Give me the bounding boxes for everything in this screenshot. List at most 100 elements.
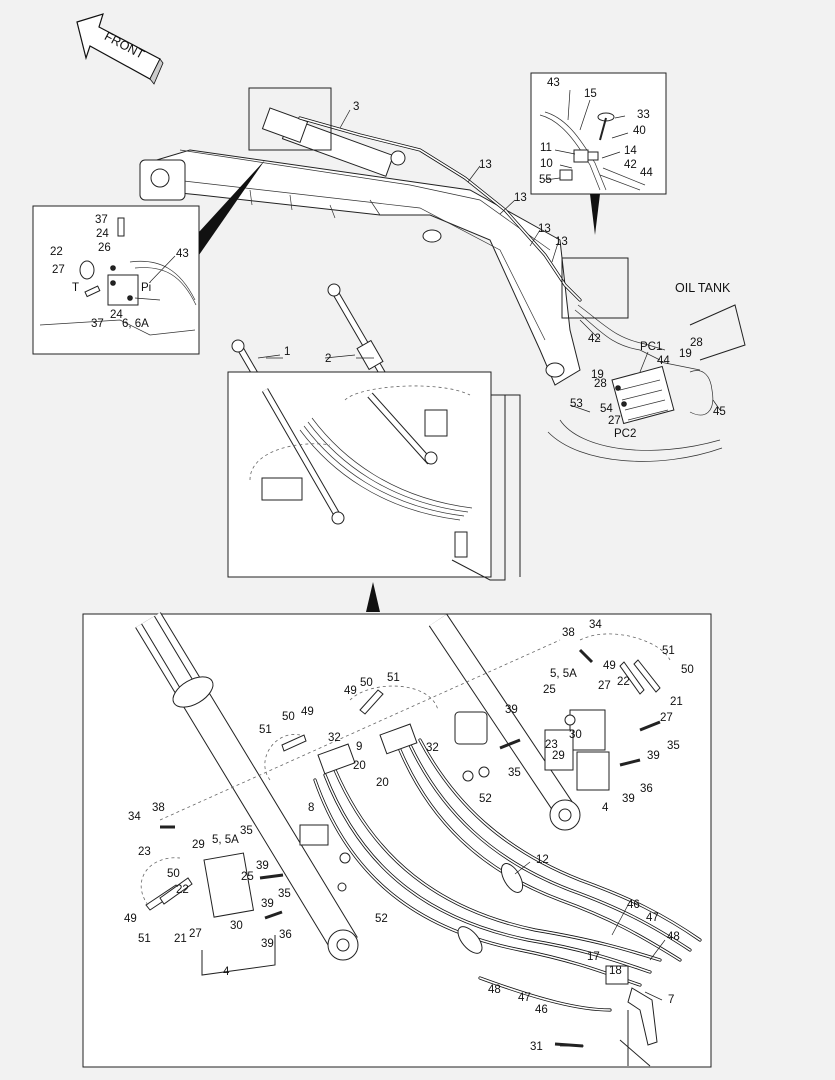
- label-l-pi: Pi: [141, 282, 151, 294]
- label-r-43: 43: [547, 77, 560, 89]
- label-d-48b: 48: [488, 984, 501, 996]
- label-d-49b: 49: [344, 685, 357, 697]
- oil-tank-label: OIL TANK: [675, 281, 731, 295]
- inset-middle: [227, 371, 492, 578]
- label-d-38a: 38: [562, 627, 575, 639]
- label-l-27: 27: [52, 264, 65, 276]
- label-l-26: 26: [98, 242, 111, 254]
- inset-middle-pointer: [366, 582, 380, 612]
- label-d-39d: 39: [256, 860, 269, 872]
- label-l-t: T: [72, 282, 79, 294]
- inset-left-pointer: [199, 160, 265, 255]
- label-d-4b: 4: [223, 966, 230, 978]
- label-d-35d: 35: [278, 888, 291, 900]
- label-d-18: 18: [609, 965, 622, 977]
- label-d-27b: 27: [660, 712, 673, 724]
- label-d-50a: 50: [681, 664, 694, 676]
- label-d-51c: 51: [259, 724, 272, 736]
- detail-box: [82, 612, 712, 1068]
- label-d-34b: 34: [128, 811, 141, 823]
- label-54: 54: [600, 403, 613, 415]
- label-d-29b: 29: [192, 839, 205, 851]
- label-d-25b: 25: [241, 871, 254, 883]
- label-d-5b: 5, 5A: [212, 834, 239, 846]
- label-r-42: 42: [624, 159, 637, 171]
- labels-inset-right: 43 15 33 40 11 14 10 42 55 44: [539, 77, 653, 186]
- label-pc1: PC1: [640, 341, 662, 353]
- label-d-23b: 23: [138, 846, 151, 858]
- label-d-35b: 35: [508, 767, 521, 779]
- label-d-17: 17: [587, 951, 600, 963]
- label-l-66a: 6, 6A: [122, 318, 149, 330]
- label-d-39a: 39: [505, 704, 518, 716]
- arm-source-box: [248, 87, 332, 151]
- label-d-30b: 30: [230, 920, 243, 932]
- label-d-52a: 52: [479, 793, 492, 805]
- label-d-39f: 39: [261, 938, 274, 950]
- label-d-51a: 51: [662, 645, 675, 657]
- label-d-34a: 34: [589, 619, 602, 631]
- label-r-10: 10: [540, 158, 553, 170]
- label-d-20b: 20: [353, 760, 366, 772]
- label-44: 44: [657, 355, 670, 367]
- label-d-35a: 35: [667, 740, 680, 752]
- label-13b: 13: [514, 192, 527, 204]
- label-l-22: 22: [50, 246, 63, 258]
- arm-cylinder-3: [261, 107, 406, 177]
- label-42: 42: [588, 333, 601, 345]
- label-r-55: 55: [539, 174, 552, 186]
- label-d-46b: 46: [535, 1004, 548, 1016]
- label-2: 2: [325, 353, 331, 365]
- label-d-50b: 50: [360, 677, 373, 689]
- inset-left: [32, 205, 200, 355]
- label-d-49d: 49: [124, 913, 137, 925]
- label-d-46a: 46: [627, 899, 640, 911]
- label-d-27c: 27: [189, 928, 202, 940]
- label-d-30a: 30: [569, 729, 582, 741]
- label-d-48a: 48: [667, 931, 680, 943]
- label-pc2: PC2: [614, 428, 636, 440]
- labels-detail: 38 34 51 49 50 5, 5A 27 22 21 25 27 50 5…: [124, 619, 694, 1053]
- front-arrow-icon: FRONT: [76, 13, 164, 85]
- label-19b: 19: [591, 369, 604, 381]
- label-l-24a: 24: [96, 228, 109, 240]
- hoses-42-44-45: [547, 304, 723, 462]
- label-d-20a: 20: [376, 777, 389, 789]
- label-1: 1: [284, 346, 290, 358]
- label-r-14: 14: [624, 145, 637, 157]
- label-d-21a: 21: [670, 696, 683, 708]
- label-13d: 13: [555, 236, 568, 248]
- leader-lines: [134, 89, 721, 1047]
- label-r-33: 33: [637, 109, 650, 121]
- label-d-4a: 4: [602, 802, 609, 814]
- label-d-36a: 36: [640, 783, 653, 795]
- inset-middle-link: [491, 394, 521, 577]
- label-28a: 28: [690, 337, 703, 349]
- label-d-35c: 35: [240, 825, 253, 837]
- label-d-51d: 51: [138, 933, 151, 945]
- label-d-8: 8: [308, 802, 314, 814]
- label-19a: 19: [679, 348, 692, 360]
- label-d-9: 9: [356, 741, 362, 753]
- label-l-24b: 24: [110, 309, 123, 321]
- label-13a: 13: [479, 159, 492, 171]
- label-d-50c: 50: [282, 711, 295, 723]
- label-r-44: 44: [640, 167, 653, 179]
- oil-tank: OIL TANK: [675, 281, 746, 361]
- inset-right-source-box: [561, 257, 629, 319]
- boom-structure: [139, 149, 581, 386]
- label-d-52b: 52: [375, 913, 388, 925]
- label-d-36b: 36: [279, 929, 292, 941]
- control-valve: [611, 365, 675, 425]
- label-l-43: 43: [176, 248, 189, 260]
- label-d-25a: 25: [543, 684, 556, 696]
- label-27: 27: [608, 415, 621, 427]
- label-d-39c: 39: [622, 793, 635, 805]
- label-l-37b: 37: [91, 318, 104, 330]
- label-r-11: 11: [540, 142, 552, 154]
- label-d-5a: 5, 5A: [550, 668, 577, 680]
- label-d-51b: 51: [387, 672, 400, 684]
- labels-main: 3 13 13 13 13 1 2 42 PC1 19 28 44 19 28 …: [284, 101, 726, 440]
- label-d-12: 12: [536, 854, 549, 866]
